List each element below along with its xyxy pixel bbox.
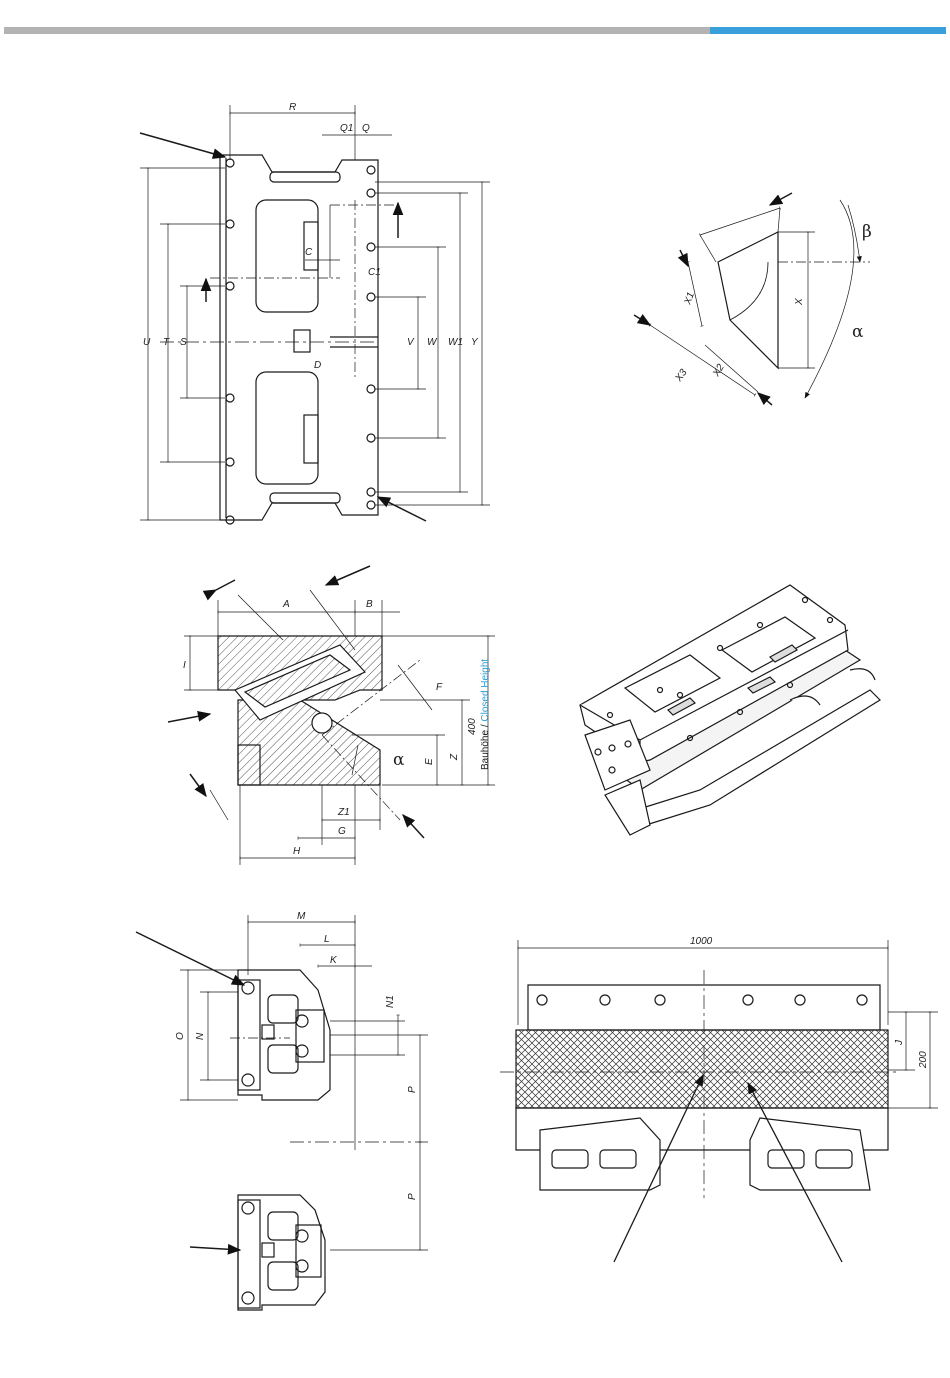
label-P-bottom: P xyxy=(407,1193,418,1200)
label-C: C xyxy=(305,247,313,258)
label-J: J xyxy=(894,1039,905,1046)
angle-view-drawing xyxy=(634,193,870,405)
label-Z: Z xyxy=(449,753,460,761)
label-W: W xyxy=(427,337,438,348)
front-view-drawing xyxy=(136,915,428,1250)
label-Q1: Q1 xyxy=(340,123,353,134)
label-A: A xyxy=(282,599,290,610)
label-R: R xyxy=(289,102,296,113)
width-upper-plate-holes xyxy=(537,995,867,1005)
top-view-drawing xyxy=(140,105,490,524)
height-200: 200 xyxy=(918,1051,929,1069)
label-T: T xyxy=(163,337,170,348)
label-P-top: P xyxy=(407,1086,418,1093)
angle-beta: β xyxy=(862,222,872,242)
closed-height-label: Bauhöhe / Closed Height xyxy=(480,659,491,770)
label-Y: Y xyxy=(471,337,479,348)
label-H: H xyxy=(293,846,301,857)
label-L: L xyxy=(324,934,330,945)
label-G: G xyxy=(338,826,346,837)
width-crosshatched-block xyxy=(516,1030,888,1108)
front-view-lower-drawing xyxy=(190,1195,325,1310)
label-X2: X2 xyxy=(711,362,727,379)
height-400: 400 xyxy=(467,718,478,735)
label-F: F xyxy=(436,682,443,693)
label-B: B xyxy=(366,599,373,610)
label-M: M xyxy=(297,911,306,922)
side-section-drawing xyxy=(168,566,495,865)
isometric-view-drawing xyxy=(580,585,880,835)
width-1000: 1000 xyxy=(690,936,713,947)
side-angle-alpha: α xyxy=(393,750,405,770)
top-view-window-lower xyxy=(256,372,318,484)
top-view-holes xyxy=(226,159,375,524)
width-view-drawing xyxy=(500,940,938,1262)
label-X3: X3 xyxy=(673,367,690,385)
label-I: I xyxy=(183,660,186,671)
label-K: K xyxy=(330,955,338,966)
label-O: O xyxy=(175,1032,186,1040)
label-C1: C1 xyxy=(368,267,381,278)
label-S: S xyxy=(180,337,187,348)
label-E: E xyxy=(424,758,435,765)
label-W1: W1 xyxy=(448,337,463,348)
label-D: D xyxy=(314,360,321,371)
angle-alpha: α xyxy=(852,322,864,342)
label-N: N xyxy=(195,1032,206,1040)
label-U: U xyxy=(143,337,151,348)
label-N1: N1 xyxy=(385,995,396,1008)
label-V: V xyxy=(407,337,415,348)
label-Z1: Z1 xyxy=(337,807,350,818)
label-X: X xyxy=(794,298,805,306)
label-Q: Q xyxy=(362,123,370,134)
